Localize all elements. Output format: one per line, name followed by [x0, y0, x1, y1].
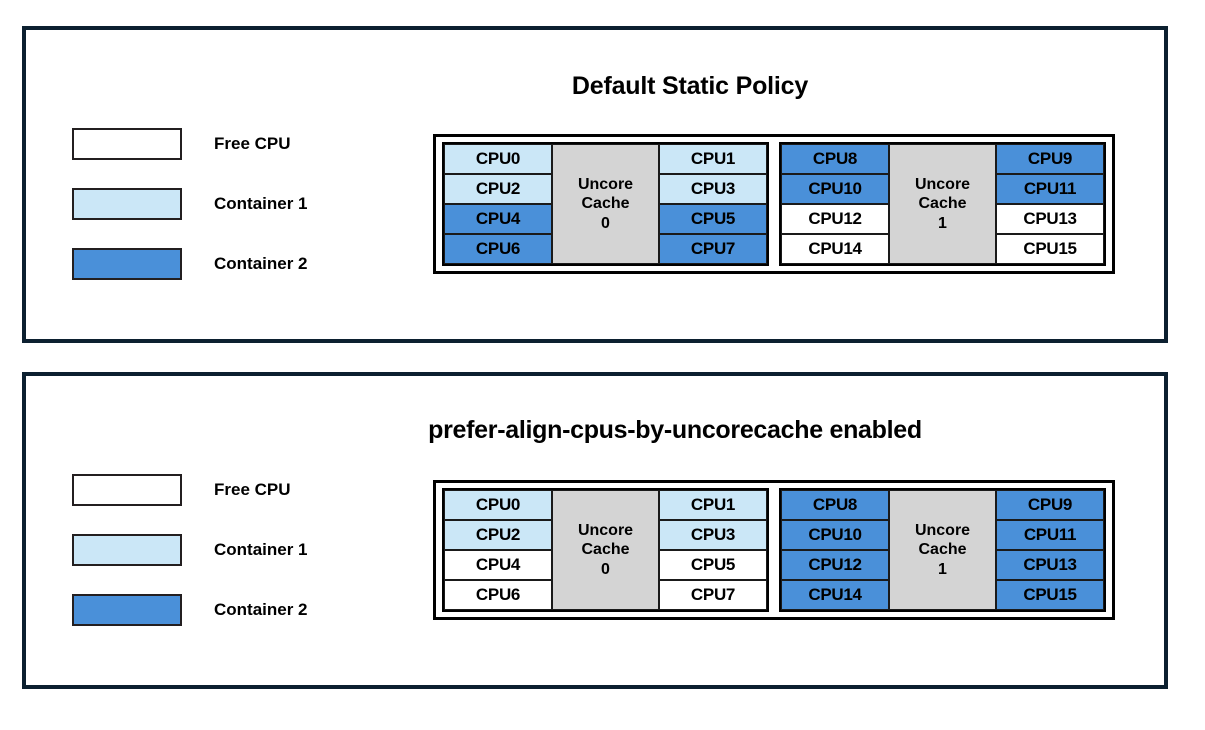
cpu-cell: CPU8 [781, 490, 889, 520]
cpu-cell: CPU0 [444, 144, 552, 174]
cpu-cell: CPU7 [659, 580, 767, 610]
uncore-cache-label-line: Cache [581, 195, 630, 213]
cpu-cell: CPU4 [444, 204, 552, 234]
cpu-cell: CPU14 [781, 580, 889, 610]
legend-label: Free CPU [214, 134, 291, 153]
cpu-cell: CPU2 [444, 174, 552, 204]
legend: Free CPU Container 1 Container 2 [72, 474, 308, 654]
legend-item: Container 1 [72, 534, 308, 566]
uncore-cache-label-line: 0 [601, 214, 610, 232]
cpu-cell: CPU6 [444, 234, 552, 264]
uncore-cache-label-line: 0 [601, 560, 610, 578]
legend-swatch [72, 128, 182, 160]
cpu-cell: CPU10 [781, 174, 889, 204]
uncore-cache-label-line: Uncore [914, 521, 971, 539]
cpu-cell: CPU9 [996, 490, 1104, 520]
diagram-panel-default-static-policy: Default Static Policy Free CPU Container … [22, 26, 1168, 343]
diagram-panel-prefer-align-cpus-by-uncorecache: prefer-align-cpus-by-uncorecache enabled… [22, 372, 1168, 689]
legend-item: Free CPU [72, 128, 308, 160]
uncore-cache-label-line: Cache [918, 541, 967, 559]
legend-swatch [72, 474, 182, 506]
cpu-cell: CPU0 [444, 490, 552, 520]
cpu-cell: CPU1 [659, 144, 767, 174]
cpu-cell: CPU14 [781, 234, 889, 264]
cpu-cell: CPU8 [781, 144, 889, 174]
cpu-cell: CPU6 [444, 580, 552, 610]
cpu-cell: CPU3 [659, 520, 767, 550]
legend-swatch [72, 534, 182, 566]
legend-item: Container 1 [72, 188, 308, 220]
cpu-cell: CPU3 [659, 174, 767, 204]
legend-label: Free CPU [214, 480, 291, 499]
cpu-cell: CPU15 [996, 580, 1104, 610]
cpu-cell: CPU1 [659, 490, 767, 520]
cpu-cell: CPU11 [996, 174, 1104, 204]
page-title: Default Static Policy [571, 72, 809, 100]
cpu-cell: CPU12 [781, 550, 889, 580]
cpu-cell: CPU4 [444, 550, 552, 580]
uncore-cache-label-line: 1 [938, 560, 947, 578]
uncore-cache-label-line: Cache [918, 195, 967, 213]
legend-label: Container 2 [214, 254, 308, 273]
cpu-cell: CPU9 [996, 144, 1104, 174]
legend-swatch [72, 188, 182, 220]
uncore-cache-label-line: Cache [581, 541, 630, 559]
page-title: prefer-align-cpus-by-uncorecache enabled [428, 416, 922, 444]
uncore-cache-label-line: 1 [938, 214, 947, 232]
uncore-cache-label-line: Uncore [914, 175, 971, 193]
cpu-cell: CPU7 [659, 234, 767, 264]
cpu-cell: CPU13 [996, 204, 1104, 234]
legend-item: Free CPU [72, 474, 308, 506]
legend-label: Container 2 [214, 600, 308, 619]
legend-swatch [72, 594, 182, 626]
cpu-cell: CPU11 [996, 520, 1104, 550]
legend-swatch [72, 248, 182, 280]
uncore-cache-label-line: Uncore [577, 175, 634, 193]
cpu-cell: CPU10 [781, 520, 889, 550]
cpu-cell: CPU5 [659, 550, 767, 580]
legend: Free CPU Container 1 Container 2 [72, 128, 308, 308]
legend-label: Container 1 [214, 540, 308, 559]
cpu-cell: CPU2 [444, 520, 552, 550]
legend-label: Container 1 [214, 194, 308, 213]
legend-item: Container 2 [72, 594, 308, 626]
cpu-cell: CPU12 [781, 204, 889, 234]
cpu-cell: CPU15 [996, 234, 1104, 264]
cpu-cell: CPU5 [659, 204, 767, 234]
uncore-cache-label-line: Uncore [577, 521, 634, 539]
legend-item: Container 2 [72, 248, 308, 280]
cpu-cell: CPU13 [996, 550, 1104, 580]
